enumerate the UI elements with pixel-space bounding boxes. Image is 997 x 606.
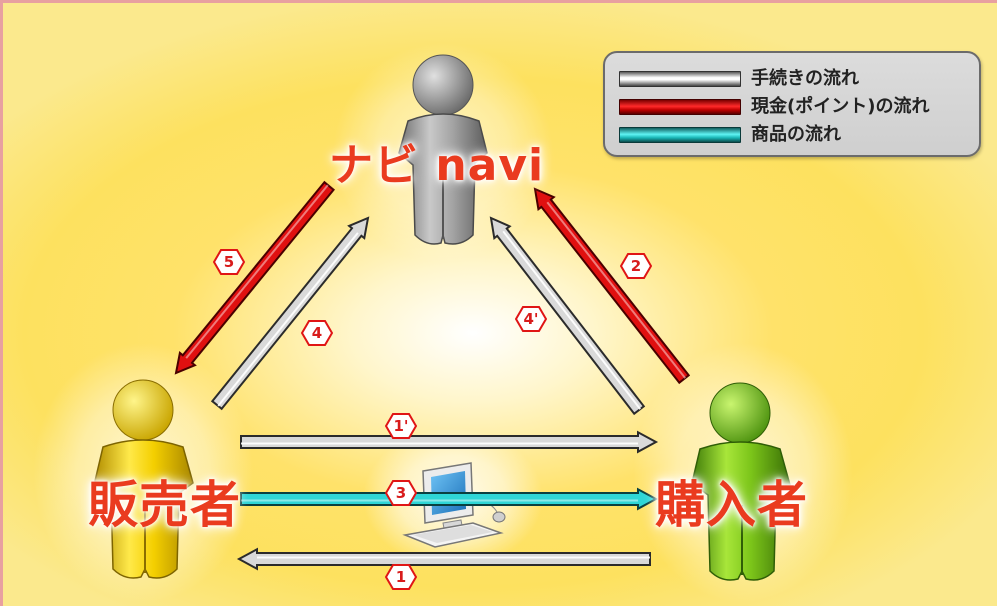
step-badge-2-label: 2 <box>630 257 642 275</box>
step-badge-3: 3 <box>385 480 417 506</box>
procedure-flow-swatch <box>619 71 741 87</box>
step-badge-1-label: 1 <box>395 568 407 586</box>
seller-person-icon <box>94 379 194 579</box>
legend-label-goods: 商品の流れ <box>751 124 841 145</box>
step-badge-1-prime: 1' <box>385 413 417 439</box>
step-badge-1-prime-label: 1' <box>393 417 409 435</box>
buyer-person-icon <box>691 382 791 581</box>
arrow-step-4-procedure <box>210 216 370 411</box>
legend-label-procedure: 手続きの流れ <box>751 68 859 89</box>
navi-label: ナビ navi <box>329 140 545 191</box>
legend: 手続きの流れ 現金(ポイント)の流れ 商品の流れ <box>603 51 981 157</box>
step-badge-4: 4 <box>301 320 333 346</box>
legend-item-procedure: 手続きの流れ <box>619 67 979 91</box>
seller-label: 販売者 <box>88 476 241 534</box>
cash-flow-swatch <box>619 99 741 115</box>
buyer-label: 購入者 <box>655 476 808 534</box>
step-badge-4-prime-label: 4' <box>523 310 539 328</box>
arrow-step-1-procedure <box>236 547 651 571</box>
arrow-step-5-cash <box>174 180 336 375</box>
navi-person-icon <box>398 54 488 245</box>
arrow-step-3-goods <box>240 487 659 511</box>
step-badge-5: 5 <box>213 249 245 275</box>
legend-item-goods: 商品の流れ <box>619 123 979 147</box>
step-badge-5-label: 5 <box>223 253 235 271</box>
flow-arrows <box>174 180 691 571</box>
step-badge-1: 1 <box>385 564 417 590</box>
step-badge-4-label: 4 <box>311 324 323 342</box>
legend-label-cash: 現金(ポイント)の流れ <box>751 96 930 117</box>
step-badge-3-label: 3 <box>395 484 407 502</box>
arrow-step-4-prime-procedure <box>489 216 646 416</box>
arrow-step-2-cash <box>533 187 691 385</box>
legend-item-cash: 現金(ポイント)の流れ <box>619 95 979 119</box>
step-badge-4-prime: 4' <box>515 306 547 332</box>
arrow-step-1-prime-procedure <box>240 430 659 454</box>
goods-flow-swatch <box>619 127 741 143</box>
step-badge-2: 2 <box>620 253 652 279</box>
